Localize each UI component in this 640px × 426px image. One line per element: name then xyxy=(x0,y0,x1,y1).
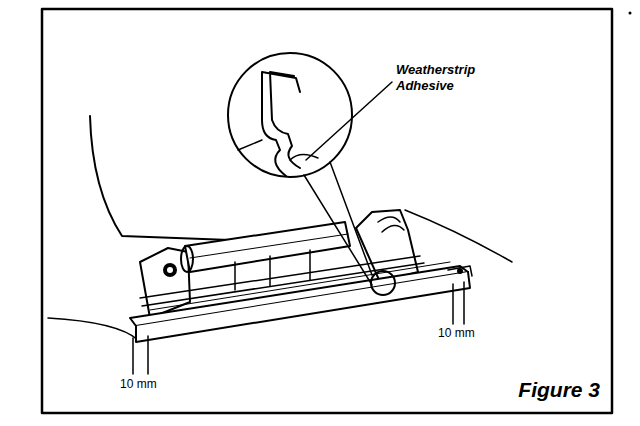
dimension-label: 10 mm xyxy=(436,326,477,340)
dimension-ticks xyxy=(133,336,148,374)
figure-caption: Figure 3 xyxy=(518,378,600,402)
leader-line xyxy=(306,82,392,160)
detail-circle xyxy=(228,53,352,177)
cylinder xyxy=(185,222,350,272)
roof-outline xyxy=(90,116,230,240)
dimension-ticks xyxy=(453,282,464,324)
weatherstrip-profile xyxy=(262,72,300,176)
dimension-label: 10 mm xyxy=(118,377,159,391)
callout-label: Weatherstrip Adhesive xyxy=(396,62,496,94)
frame-border xyxy=(42,9,612,413)
